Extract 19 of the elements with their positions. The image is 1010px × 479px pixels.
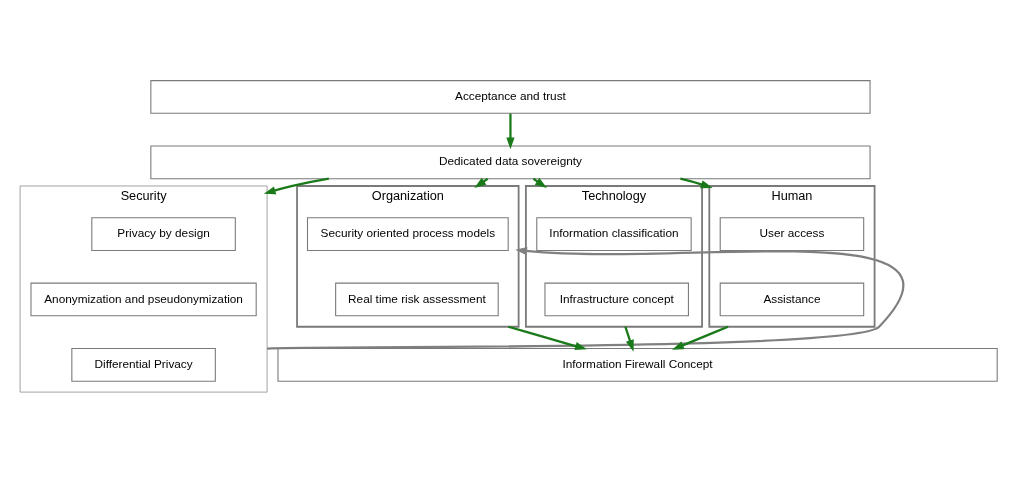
- arrow: [506, 113, 515, 149]
- node-box: Infrastructure concept: [544, 282, 689, 316]
- arrow: [266, 246, 905, 350]
- node-box: Dedicated data sovereignty: [150, 144, 871, 179]
- arrow: [672, 325, 729, 350]
- arrow: [263, 177, 329, 194]
- node-box: Acceptance and trust: [150, 79, 871, 114]
- node-box: User access: [719, 216, 865, 251]
- node-box: Real time risk assessment: [335, 282, 499, 316]
- node-box: Differential Privacy: [71, 347, 216, 382]
- arrow: [508, 325, 587, 350]
- arrow: [624, 325, 634, 352]
- node-box: Information Firewall Concept: [277, 347, 998, 382]
- node-box: Privacy by design: [91, 216, 236, 251]
- node-box: Security oriented process models: [306, 216, 509, 251]
- arrow: [680, 177, 713, 188]
- node-box: Assistance: [719, 282, 865, 316]
- node-box: Information classification: [536, 216, 692, 251]
- node-box: Anonymization and pseudonymization: [30, 282, 257, 316]
